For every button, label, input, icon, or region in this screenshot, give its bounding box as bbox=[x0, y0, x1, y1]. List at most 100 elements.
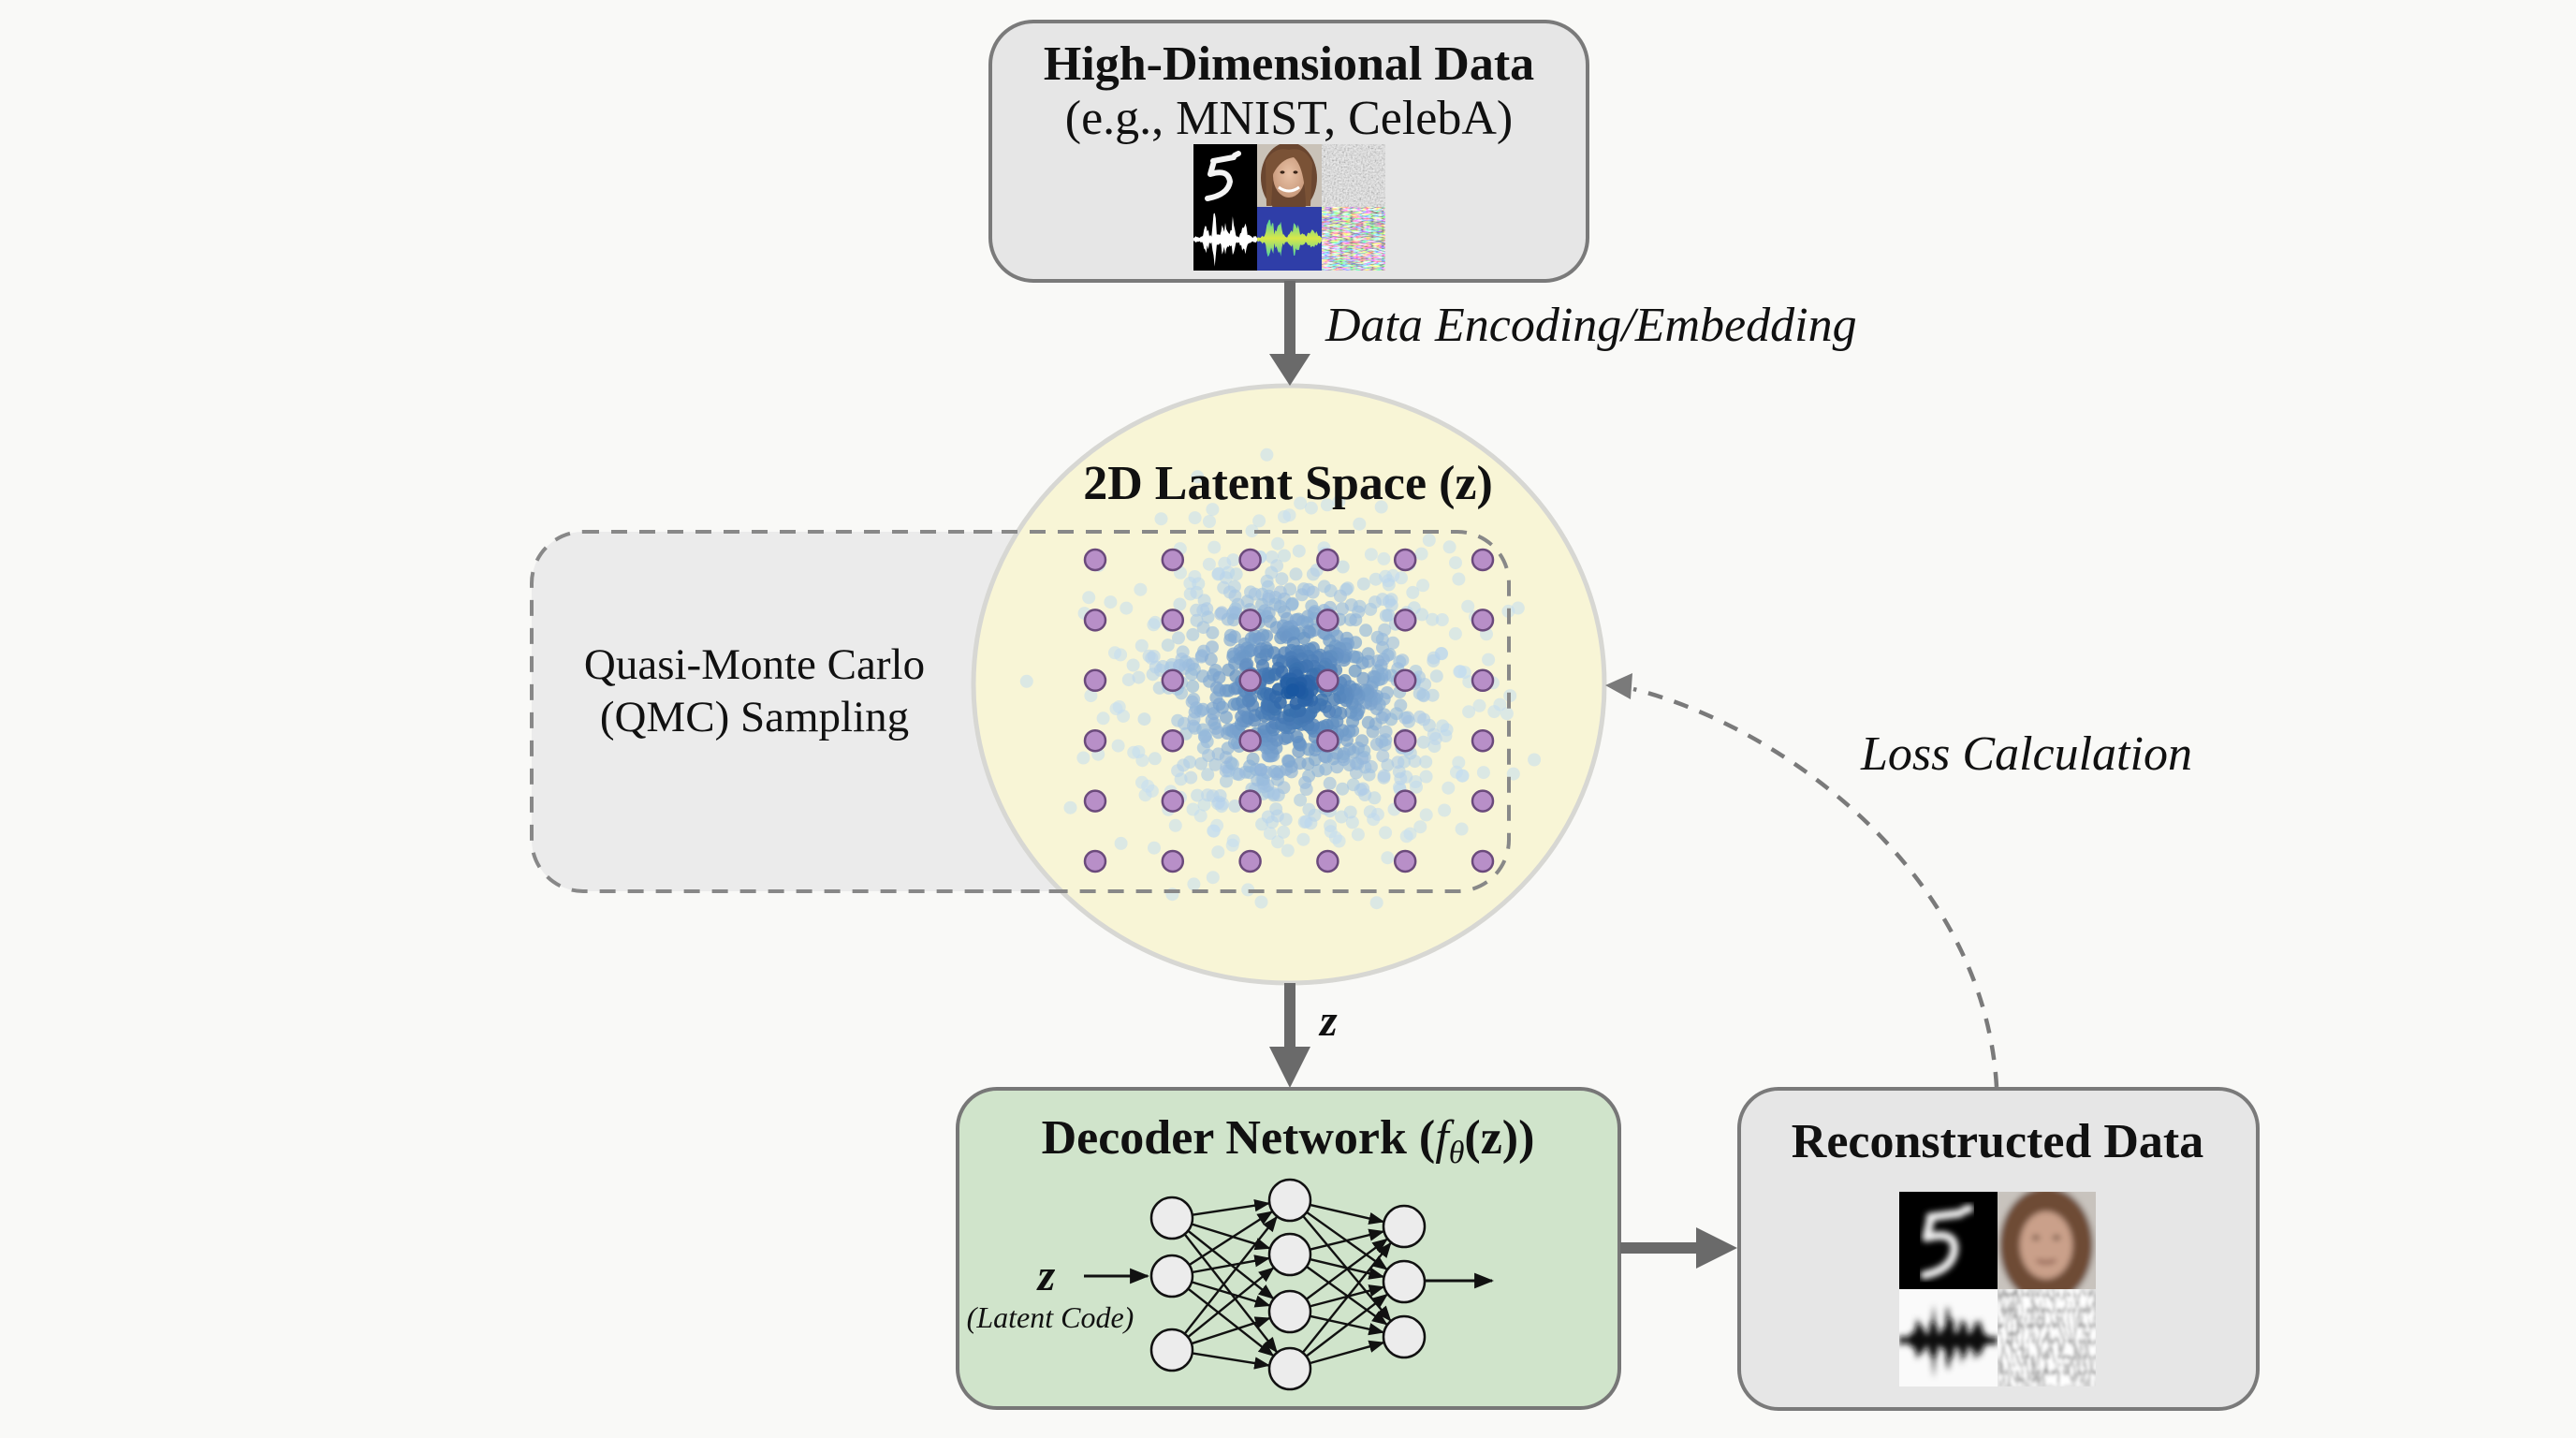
network-connection bbox=[1309, 1340, 1385, 1365]
latent-sample-point bbox=[1333, 589, 1347, 603]
latent-sample-point bbox=[1126, 658, 1140, 672]
qmc-sample-point bbox=[1238, 609, 1262, 632]
latent-sample-point bbox=[1134, 638, 1149, 653]
latent-sample-point bbox=[1455, 822, 1469, 836]
network-neuron bbox=[1267, 1178, 1312, 1223]
latent-sample-point bbox=[1289, 567, 1303, 581]
latent-sample-point bbox=[1295, 588, 1309, 602]
latent-sample-point bbox=[1271, 536, 1285, 550]
latent-sample-point bbox=[1351, 828, 1365, 842]
latent-sample-point bbox=[1290, 730, 1304, 744]
network-connection bbox=[1192, 1199, 1270, 1216]
input-data-node: High-Dimensional Data (e.g., MNIST, Cele… bbox=[988, 20, 1589, 283]
qmc-sample-point bbox=[1161, 789, 1185, 813]
latent-sample-point bbox=[1208, 540, 1222, 554]
latent-sample-point bbox=[1293, 756, 1307, 770]
latent-sample-point bbox=[1416, 735, 1430, 749]
latent-sample-point bbox=[1227, 630, 1241, 644]
latent-sample-point bbox=[1188, 511, 1202, 525]
z-arrow-label: z bbox=[1318, 996, 1338, 1046]
latent-sample-point bbox=[1210, 818, 1224, 832]
reconstructed-mnist-thumbnail bbox=[1899, 1192, 1998, 1289]
reconstructed-thumbnail-grid bbox=[1899, 1192, 2096, 1387]
latent-sample-point bbox=[1132, 670, 1146, 684]
latent-sample-point bbox=[1379, 725, 1393, 739]
latent-sample-point bbox=[1377, 769, 1391, 783]
reconstructed-texture-thumbnail bbox=[1998, 1289, 2096, 1387]
latent-sample-point bbox=[1294, 496, 1308, 510]
latent-sample-point bbox=[1019, 674, 1033, 688]
qmc-label-line2: (QMC) Sampling bbox=[600, 693, 909, 741]
latent-sample-point bbox=[1161, 638, 1175, 653]
latent-sample-point bbox=[1379, 826, 1393, 840]
qmc-sample-point bbox=[1238, 789, 1262, 813]
input-data-title: High-Dimensional Data bbox=[1044, 37, 1534, 91]
qmc-sample-point bbox=[1393, 668, 1417, 693]
latent-sample-point bbox=[1453, 665, 1467, 679]
network-connection bbox=[1191, 1316, 1271, 1345]
qmc-sample-point bbox=[1238, 668, 1262, 693]
latent-sample-point bbox=[1168, 818, 1182, 832]
latent-sample-point bbox=[1172, 631, 1185, 645]
latent-sample-point bbox=[1281, 754, 1295, 768]
network-neuron bbox=[1382, 1259, 1427, 1304]
latent-sample-point bbox=[1286, 683, 1299, 697]
latent-sample-point bbox=[1355, 734, 1369, 748]
network-neuron bbox=[1267, 1289, 1312, 1334]
latent-sample-point bbox=[1296, 832, 1310, 846]
qmc-sample-point bbox=[1471, 789, 1495, 813]
input-data-subtitle: (e.g., MNIST, CelebA) bbox=[1065, 92, 1514, 145]
latent-sample-point bbox=[1271, 835, 1285, 849]
latent-sample-point bbox=[1213, 789, 1227, 802]
latent-sample-point bbox=[1076, 751, 1090, 765]
network-connection bbox=[1191, 1281, 1271, 1308]
latent-sample-point bbox=[1273, 696, 1287, 710]
latent-sample-point bbox=[1082, 591, 1096, 605]
spectrogram-thumbnail bbox=[1257, 207, 1322, 271]
latent-sample-point bbox=[1419, 770, 1433, 784]
network-neuron bbox=[1149, 1196, 1194, 1240]
latent-sample-point bbox=[1442, 781, 1456, 795]
latent-sample-point bbox=[1121, 673, 1135, 687]
latent-sample-point bbox=[1229, 567, 1243, 581]
qmc-sample-point bbox=[1471, 668, 1495, 693]
latent-sample-point bbox=[1327, 693, 1341, 707]
network-connections bbox=[1183, 1199, 1392, 1370]
latent-sample-point bbox=[1187, 877, 1201, 891]
latent-sample-point bbox=[1426, 612, 1440, 626]
latent-sample-point bbox=[1281, 844, 1295, 858]
qmc-sampling-label: Quasi-Monte Carlo (QMC) Sampling bbox=[584, 640, 925, 741]
latent-sample-point bbox=[1145, 784, 1159, 798]
network-neuron bbox=[1149, 1328, 1194, 1372]
qmc-point-grid bbox=[1083, 548, 1495, 873]
network-connection bbox=[1183, 1215, 1278, 1335]
network-connection bbox=[1188, 1211, 1274, 1267]
latent-sample-point bbox=[1406, 585, 1420, 599]
latent-sample-point bbox=[1186, 627, 1200, 641]
latent-sample-point bbox=[1452, 572, 1466, 586]
qmc-sample-point bbox=[1083, 849, 1107, 873]
latent-sample-point bbox=[1356, 577, 1370, 591]
network-connection bbox=[1310, 1228, 1385, 1251]
qmc-sample-point bbox=[1393, 548, 1417, 572]
network-connection bbox=[1187, 1267, 1275, 1339]
latent-sample-point bbox=[1435, 613, 1449, 626]
latent-sample-point bbox=[1245, 524, 1259, 538]
latent-sample-point bbox=[1412, 710, 1427, 724]
latent-sample-point bbox=[1436, 719, 1450, 733]
latent-sample-point bbox=[1323, 776, 1337, 790]
latent-sample-point bbox=[1278, 549, 1291, 563]
network-neuron bbox=[1382, 1314, 1427, 1359]
latent-sample-point bbox=[1184, 770, 1198, 785]
latent-sample-point bbox=[1208, 757, 1222, 771]
latent-sample-point bbox=[1332, 495, 1346, 508]
latent-sample-point bbox=[1343, 805, 1357, 819]
qmc-sample-point bbox=[1161, 728, 1185, 753]
latent-sample-point bbox=[1292, 544, 1306, 558]
latent-sample-point bbox=[1149, 615, 1163, 629]
latent-sample-point bbox=[1377, 551, 1391, 565]
latent-sample-point bbox=[1414, 547, 1428, 561]
latent-sample-point bbox=[1114, 648, 1128, 662]
network-connection bbox=[1305, 1238, 1388, 1300]
qmc-sample-point bbox=[1083, 789, 1107, 813]
